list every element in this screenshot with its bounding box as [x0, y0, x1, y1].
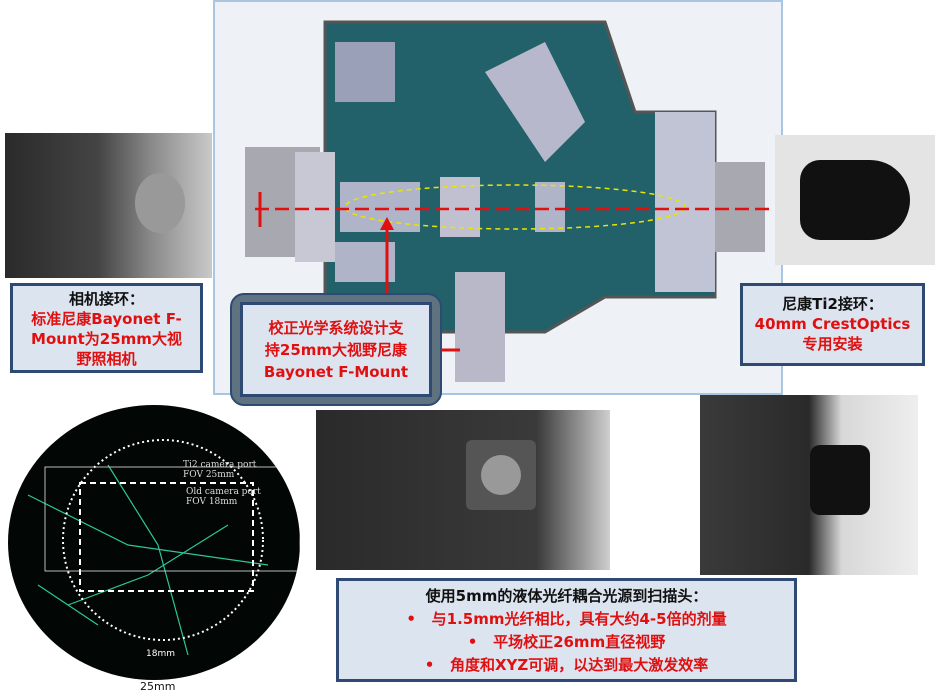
old-fov-label: Old camera port	[186, 487, 261, 497]
callout-line: 持25mm大视野尼康	[264, 341, 408, 359]
optics-design-callout: 校正光学系统设计支 持25mm大视野尼康 Bayonet F-Mount	[240, 302, 432, 397]
callout-line: 校正光学系统设计支	[268, 319, 404, 337]
callout-line: 40mm CrestOptics	[754, 315, 911, 333]
ti2-adapter-photo	[775, 135, 935, 265]
callout-line: 标准尼康Bayonet F-	[31, 310, 182, 328]
ti2-fov-value: FOV 25mm	[183, 470, 235, 480]
light-source-callout: 使用5mm的液体光纤耦合光源到扫描头： • 与1.5mm光纤相比，具有大约4-5…	[336, 578, 797, 682]
cad-drawing	[245, 20, 775, 382]
callout-line: 专用安装	[802, 335, 863, 353]
bullet-item: • 角度和XYZ可调，以达到最大激发效率	[424, 656, 709, 674]
bullet-text: 与1.5mm光纤相比，具有大约4-5倍的剂量	[431, 610, 727, 628]
light-guide-photo	[316, 410, 610, 570]
bullet-item: • 与1.5mm光纤相比，具有大约4-5倍的剂量	[406, 610, 727, 628]
callout-line: 野照相机	[76, 350, 137, 368]
camera-photo	[5, 133, 212, 278]
adapter-installed-photo	[700, 395, 918, 575]
ti2-mount-callout: 尼康Ti2接环： 40mm CrestOptics 专用安装	[740, 283, 925, 366]
callout-title: 尼康Ti2接环：	[782, 295, 883, 313]
ti2-fov-label: Ti2 camera port	[183, 460, 257, 470]
cad-cross-section	[213, 0, 783, 395]
callout-line: Bayonet F-Mount	[263, 363, 409, 381]
bullet-text: 平场校正26mm直径视野	[493, 633, 666, 651]
old-fov-value: FOV 18mm	[186, 497, 238, 507]
bullet-item: • 平场校正26mm直径视野	[467, 633, 666, 651]
camera-mount-callout: 相机接环： 标准尼康Bayonet F- Mount为25mm大视 野照相机	[10, 283, 203, 373]
callout-title: 使用5mm的液体光纤耦合光源到扫描头：	[425, 587, 708, 605]
neuron-overlay	[27, 439, 300, 656]
outer-diameter-label: 25mm	[140, 680, 176, 693]
callout-line: Mount为25mm大视	[31, 330, 182, 348]
callout-title: 相机接环：	[68, 290, 144, 308]
fov-comparison-image: Ti2 camera port FOV 25mm Old camera port…	[8, 405, 300, 680]
bullet-text: 角度和XYZ可调，以达到最大激发效率	[449, 656, 709, 674]
inner-diameter-label: 18mm	[146, 649, 175, 659]
